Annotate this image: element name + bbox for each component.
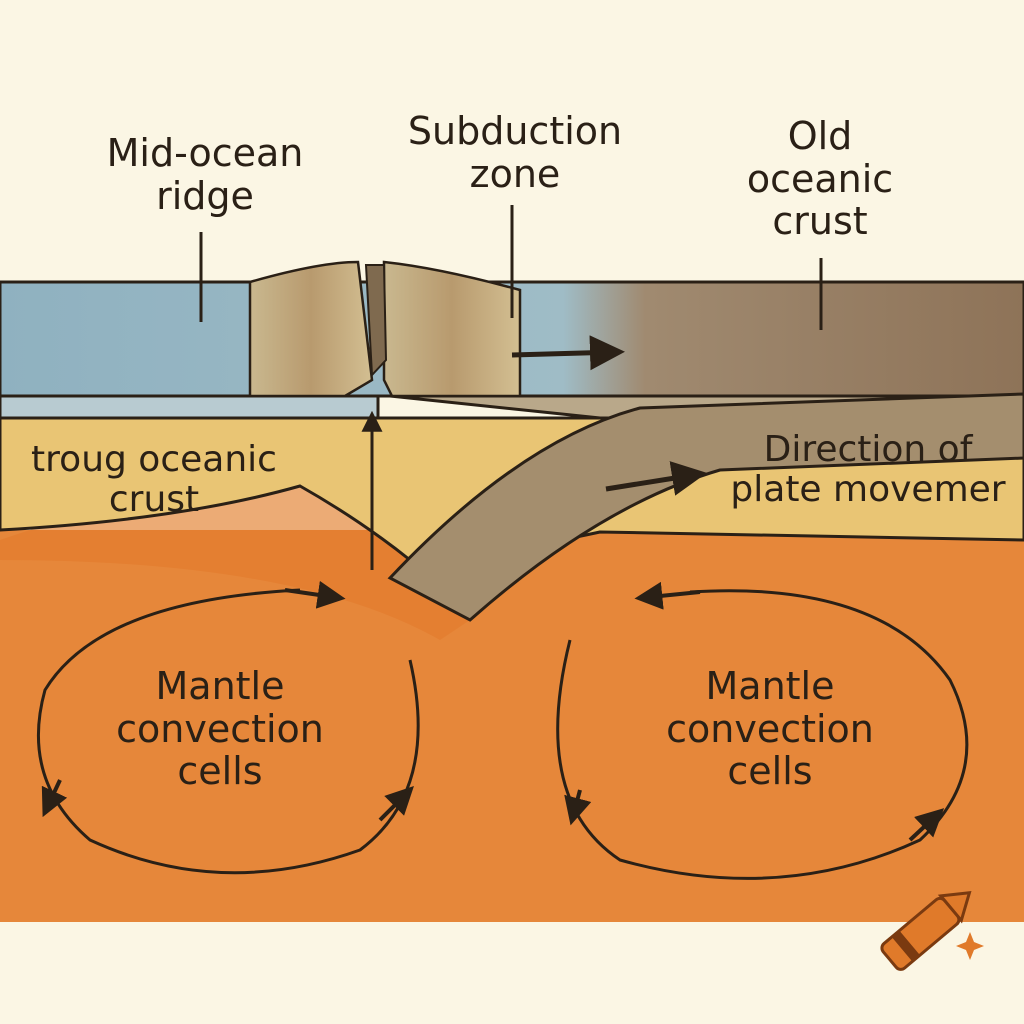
- label-old-oceanic-crust: Old oceanic crust: [746, 114, 894, 244]
- arrow-surface-movement: [511, 335, 625, 371]
- ridge-crest-right: [382, 260, 522, 398]
- label-mantle-convection-right: Mantle convection cells: [666, 664, 874, 794]
- label-young-oceanic-crust: troug oceanic crust: [31, 439, 277, 521]
- label-mantle-convection-left: Mantle convection cells: [116, 664, 324, 794]
- convection-arrow-left-right: [378, 786, 414, 822]
- sparkle-icon: [956, 932, 984, 960]
- ridge-crest: [248, 260, 374, 398]
- label-direction-of-plate-movement: Direction of plate movemer: [730, 429, 1006, 511]
- convection-arrow-right-right: [908, 808, 945, 842]
- convection-arrow-left-bottom: [41, 779, 68, 818]
- mantle-layer: [0, 530, 1024, 922]
- rift-valley: [364, 264, 388, 378]
- convection-arrow-left-top: [284, 580, 346, 609]
- label-mid-ocean-ridge: Mid-ocean ridge: [106, 131, 304, 218]
- arrow-plate-movement: [605, 461, 707, 496]
- label-subduction-zone: Subduction zone: [407, 109, 623, 196]
- convection-arrow-right-top: [634, 581, 701, 610]
- mantle-upwelling: [0, 485, 470, 640]
- crayon-icon: [880, 890, 972, 971]
- crust-edge-left: [0, 394, 380, 420]
- convection-arrow-right-bottom: [564, 789, 592, 826]
